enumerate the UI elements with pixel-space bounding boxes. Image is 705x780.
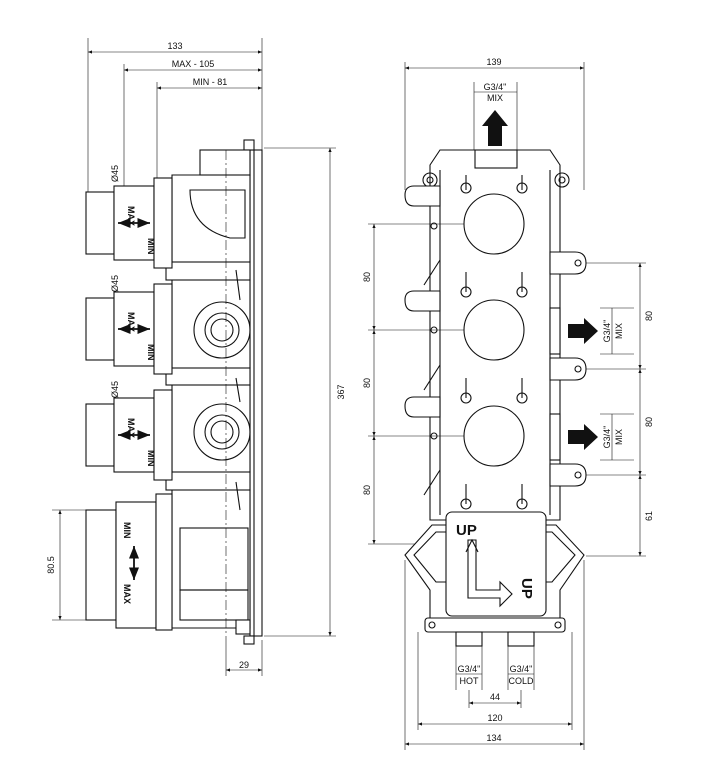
handle-4-max: MAX — [122, 584, 132, 604]
right-outlet-2-thread: G3/4" — [602, 426, 612, 449]
dim-left-spacing-1: 80 — [362, 272, 372, 282]
right-outlet-1: G3/4" MIX — [549, 307, 634, 355]
dim-right-spacing-3: 61 — [644, 511, 654, 521]
dim-frame-width: 120 — [487, 713, 502, 723]
fixing-clips — [460, 175, 528, 510]
inlet-hot-label: HOT — [460, 676, 480, 686]
handle-3-max: MAX — [126, 418, 136, 438]
valve-openings — [463, 193, 525, 467]
front-right-dimensions: 80 80 61 — [586, 262, 654, 557]
dim-right-spacing-1: 80 — [644, 311, 654, 321]
front-top-dimension: 139 — [404, 57, 585, 190]
valve-body — [165, 149, 251, 640]
dim-plate: 29 — [239, 660, 249, 670]
dim-inlet-spacing: 44 — [490, 692, 500, 702]
handle-1: MAX MIN Ø45 — [85, 165, 173, 269]
front-bottom-dimensions: 44 120 134 — [404, 560, 585, 750]
right-outlet-1-thread: G3/4" — [602, 320, 612, 343]
side-bottom-dimension: 29 — [225, 640, 263, 676]
dim-max-depth: MAX - 105 — [172, 59, 215, 69]
handle-2: MAX MIN Ø45 — [85, 275, 173, 375]
handle-3-diameter: Ø45 — [110, 381, 120, 398]
dim-height: 367 — [336, 384, 346, 399]
dim-right-spacing-2: 80 — [644, 417, 654, 427]
up-plate — [445, 511, 547, 617]
dim-left-spacing-2: 80 — [362, 378, 372, 388]
inlet-cold-thread: G3/4" — [510, 664, 533, 674]
right-outlet-2-label: MIX — [614, 429, 624, 445]
side-view: 133 MAX - 105 MIN - 81 367 — [46, 38, 346, 676]
dim-bottom-width: 134 — [486, 733, 501, 743]
inlets: G3/4" HOT G3/4" COLD — [455, 631, 535, 690]
dim-total-depth: 133 — [167, 41, 182, 51]
handle-1-diameter: Ø45 — [110, 165, 120, 182]
right-outlet-2: G3/4" MIX — [549, 413, 634, 461]
top-outlet-label: MIX — [487, 93, 503, 103]
dim-handle-width: 80.5 — [46, 556, 56, 574]
front-view: 139 G3/4" MIX — [362, 57, 654, 750]
dim-min-depth: MIN - 81 — [193, 77, 228, 87]
handle-2-max: MAX — [126, 312, 136, 332]
inlet-cold-label: COLD — [508, 676, 534, 686]
handle-3: MAX MIN Ø45 — [85, 381, 173, 481]
inlet-hot-thread: G3/4" — [458, 664, 481, 674]
handle-2-min: MIN — [146, 344, 156, 361]
handle-1-max: MAX — [126, 206, 136, 226]
handle-4: MIN MAX 80.5 — [46, 493, 173, 631]
handle-2-diameter: Ø45 — [110, 275, 120, 292]
up-plate-rotated-label: UP — [518, 578, 535, 599]
front-left-dimensions: 80 80 80 — [362, 223, 464, 545]
handle-4-min: MIN — [122, 522, 132, 539]
side-height-dimension: 367 — [264, 147, 346, 637]
side-top-dimensions: 133 MAX - 105 MIN - 81 — [87, 38, 263, 255]
right-outlet-1-label: MIX — [614, 323, 624, 339]
dim-top-width: 139 — [486, 57, 501, 67]
up-plate-label: UP — [456, 522, 477, 539]
bottom-bracket: UP UP — [404, 511, 585, 633]
dim-left-spacing-3: 80 — [362, 485, 372, 495]
handle-1-min: MIN — [146, 238, 156, 255]
handle-3-min: MIN — [146, 450, 156, 467]
top-outlet-thread: G3/4" — [484, 82, 507, 92]
top-outlet: G3/4" MIX — [473, 82, 518, 150]
